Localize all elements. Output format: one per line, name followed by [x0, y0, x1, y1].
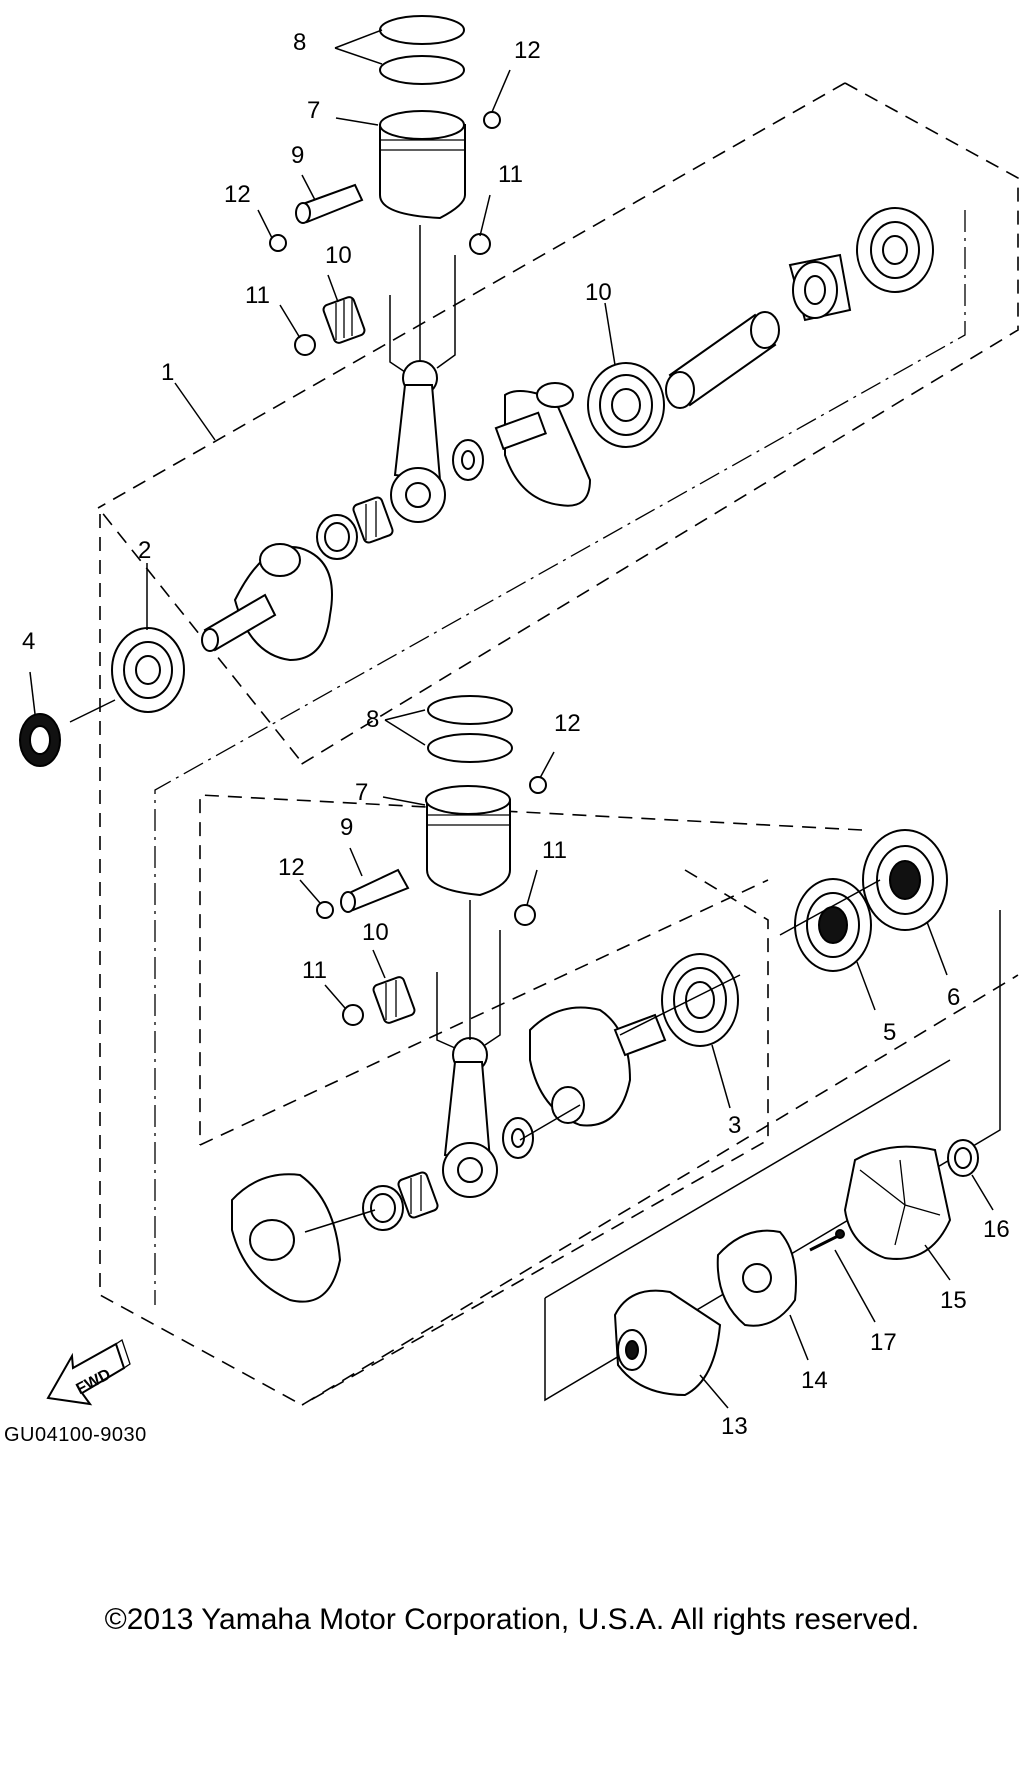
- callout-4: 4: [22, 628, 35, 655]
- lower-connecting-rod: [436, 900, 501, 1198]
- callout-16: 16: [983, 1216, 1010, 1243]
- upper-piston-rings: [379, 15, 465, 85]
- copyright-notice: ©2013 Yamaha Motor Corporation, U.S.A. A…: [104, 1603, 920, 1636]
- upper-connecting-rod: [389, 225, 456, 523]
- lower-needle-bearing: [372, 976, 416, 1024]
- seal-5: [794, 878, 872, 972]
- diagram-code: GU04100-9030: [4, 1424, 147, 1446]
- damper-14: [716, 1229, 797, 1327]
- callout-12: 12: [278, 854, 305, 881]
- left-main-bearing: [111, 627, 185, 713]
- lower-bearing-cage: [362, 1171, 439, 1231]
- callout-8: 8: [366, 706, 379, 733]
- lower-washer: [502, 1117, 534, 1159]
- upper-washer: [452, 439, 484, 481]
- callout-12: 12: [224, 181, 251, 208]
- callout-10: 10: [585, 279, 612, 306]
- lower-piston-pin: [340, 868, 410, 913]
- labyrinth-seal: [788, 253, 852, 322]
- lower-circlips: [316, 776, 547, 1026]
- callout-3: 3: [728, 1112, 741, 1139]
- upper-crank-web-right: [494, 382, 592, 507]
- callout-11: 11: [542, 837, 567, 864]
- left-oil-seal: [19, 713, 61, 767]
- callout-7: 7: [307, 97, 320, 124]
- center-main-bearing: [587, 362, 665, 448]
- callout-1: 1: [161, 359, 174, 386]
- pin-17: [809, 1229, 845, 1252]
- upper-bearing-cage: [316, 496, 394, 560]
- callout-17: 17: [870, 1329, 897, 1356]
- callout-11: 11: [302, 957, 327, 984]
- fwd-arrow-icon: FWD: [46, 1338, 131, 1406]
- callout-10: 10: [325, 242, 352, 269]
- coupling-15: [843, 1145, 952, 1260]
- callout-5: 5: [883, 1019, 896, 1046]
- callout-9: 9: [340, 814, 353, 841]
- lower-crank-web-right: [529, 1006, 667, 1127]
- seal-6: [862, 829, 948, 931]
- upper-piston-pin: [295, 183, 364, 224]
- ring-16: [947, 1139, 979, 1177]
- callout-numbers: 8 12 7 9 11 12 10 11 10 1 2 4 8 12 7 9 1…: [22, 29, 1010, 1440]
- center-shaft: [665, 311, 780, 409]
- callout-9: 9: [291, 142, 304, 169]
- callout-2: 2: [138, 537, 151, 564]
- bearing-3: [661, 953, 739, 1047]
- callout-14: 14: [801, 1367, 828, 1394]
- callout-7: 7: [355, 779, 368, 806]
- upper-right-bearing: [856, 207, 934, 293]
- lower-crank-web-left: [231, 1173, 342, 1303]
- callout-11: 11: [245, 282, 270, 309]
- coupling-13: [613, 1289, 722, 1397]
- callout-11: 11: [498, 161, 523, 188]
- lower-piston: [425, 785, 511, 897]
- upper-piston: [379, 110, 466, 220]
- callout-6: 6: [947, 984, 960, 1011]
- callout-13: 13: [721, 1413, 748, 1440]
- callout-8: 8: [293, 29, 306, 56]
- callout-15: 15: [940, 1287, 967, 1314]
- upper-crank-web-left: [201, 543, 333, 662]
- callout-10: 10: [362, 919, 389, 946]
- lower-piston-rings: [427, 695, 513, 763]
- callout-leaders: [29, 29, 994, 1409]
- callout-12: 12: [514, 37, 541, 64]
- callout-12: 12: [554, 710, 581, 737]
- upper-circlips: [269, 111, 501, 356]
- upper-needle-bearing: [322, 296, 366, 344]
